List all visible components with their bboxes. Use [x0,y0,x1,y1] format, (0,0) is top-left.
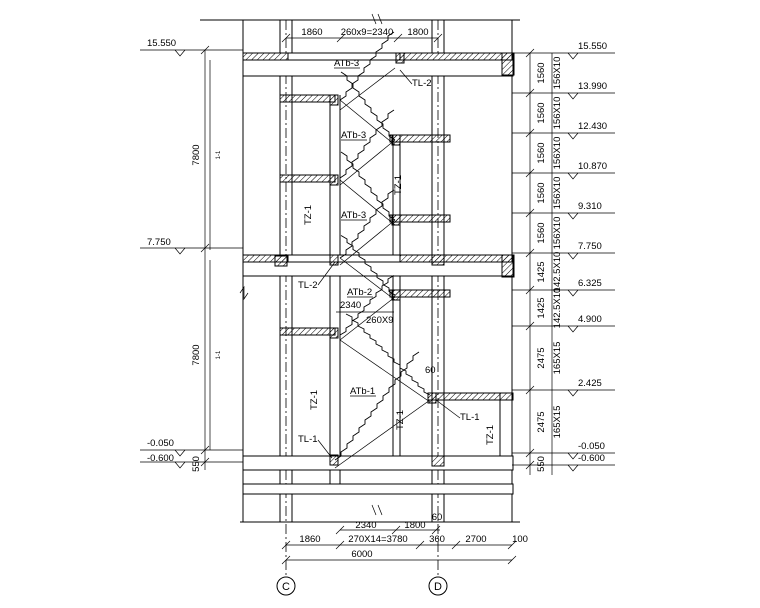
dim-right-sub-2: 156X10 [552,97,563,130]
dim-right-8: 2475 [536,347,547,368]
level-right-9310: 9.310 [578,201,602,212]
label-d60: 60 [425,365,436,376]
dim-right-2: 1560 [536,102,547,123]
axis-c-bubble [276,576,296,596]
dim-right-9: 2475 [536,411,547,432]
axis-d-bubble [428,576,448,596]
dim-bottom-2340: 2340 [355,520,376,531]
dim-right-sub-3: 156X10 [552,137,563,170]
member-labels: ATb-3 ATb-3 ATb-3 ATb-2 ATb-1 TL-2 TL-2 … [298,58,496,459]
dim-top-stairs: 260x9=2340 [341,27,394,38]
dim-right-7: 1425 [536,297,547,318]
level-left-7750: 7.750 [147,237,171,248]
dim-bottom-360: 360 [429,534,445,545]
label-tl1-left: TL-1 [298,434,318,445]
level-left-m0050: -0.050 [147,438,174,449]
dim-bottom-2700: 2700 [465,534,486,545]
dim-left-lower-mark: 1-1 [216,350,222,359]
level-right-15550: 15.550 [578,41,607,52]
frame-lines [200,13,520,523]
dim-left-lower: 7800 [191,344,202,365]
label-tl2-top: TL-2 [412,78,432,89]
dim-right-5: 1560 [536,222,547,243]
label-atb3-top: ATb-3 [334,58,359,69]
level-right-7750: 7.750 [578,241,602,252]
label-atb2: ATb-2 [347,287,372,298]
dim-right-sub-8: 165X15 [552,342,563,375]
label-tl2-mid: TL-2 [298,280,318,291]
floor-slabs [242,52,515,495]
dim-right-6: 1425 [536,261,547,282]
axis-bubbles: C D [276,576,448,596]
label-step-260x9: 260X9 [366,315,393,326]
label-tl1-right: TL-1 [460,412,480,423]
dim-bottom-total: 6000 [351,549,372,560]
level-left-m0600: -0.600 [147,453,174,464]
label-step-2340: 2340 [340,300,361,311]
landing-beams [274,52,445,467]
label-tz1-e: TZ-1 [485,425,496,445]
dim-right-sub-9: 165X15 [552,406,563,439]
level-right-m0600: -0.600 [578,453,605,464]
level-right-12430: 12.430 [578,121,607,132]
dim-top-1860: 1860 [301,27,322,38]
level-markers-right: 15.550 13.990 12.430 10.870 9.310 7.750 … [512,41,615,472]
level-right-m0050: -0.050 [578,441,605,452]
label-atb3-low: ATb-3 [341,210,366,221]
axis-d-label: D [434,581,442,593]
level-markers-left: 15.550 7.750 -0.050 -0.600 [140,38,243,469]
dim-right-sub-5: 156X10 [552,217,563,250]
dim-right-10: 550 [536,456,547,472]
dim-left-550: 550 [191,456,202,472]
dim-right-3: 1560 [536,142,547,163]
dimension-chain-right: 1560 1560 1560 1560 1560 1425 1425 2475 … [525,48,563,475]
label-atb3-mid: ATb-3 [341,130,366,141]
dim-bottom-60: 60 [432,512,443,523]
dim-left-upper: 7800 [191,144,202,165]
axis-c-label: C [282,581,290,593]
dim-right-sub-1: 156X10 [552,57,563,90]
dim-bottom-100: 100 [512,534,528,545]
level-right-6325: 6.325 [578,278,602,289]
label-tz1-a: TZ-1 [303,205,314,225]
dim-bottom-1860: 1860 [299,534,320,545]
level-left-15550: 15.550 [147,38,176,49]
label-atb1: ATb-1 [350,386,375,397]
dim-top-1800: 1800 [407,27,428,38]
label-tz1-d: TZ-1 [395,410,406,430]
dim-bottom-1800: 1800 [404,520,425,531]
label-tz1-b: TZ-1 [393,175,404,195]
dim-right-sub-6: 142.5X10 [552,252,563,293]
level-right-13990: 13.990 [578,81,607,92]
dim-right-sub-7: 142.5X10 [552,288,563,329]
level-right-2425: 2.425 [578,378,602,389]
level-right-4900: 4.900 [578,314,602,325]
label-tz1-c: TZ-1 [309,390,320,410]
dim-right-4: 1560 [536,182,547,203]
level-right-10870: 10.870 [578,161,607,172]
stair-flights [334,31,431,469]
dimension-chain-left: 7800 7800 550 1-1 1-1 [191,45,249,472]
dimension-chain-bottom: 2340 1800 60 1860 270X14=3780 360 2700 1… [281,512,528,565]
dimension-chain-top: 1860 260x9=2340 1800 [281,27,443,43]
dim-right-1: 1560 [536,62,547,83]
dim-right-sub-4: 156X10 [552,177,563,210]
dim-left-upper-mark: 1-1 [216,150,222,159]
dim-bottom-stairs: 270X14=3780 [348,534,407,545]
